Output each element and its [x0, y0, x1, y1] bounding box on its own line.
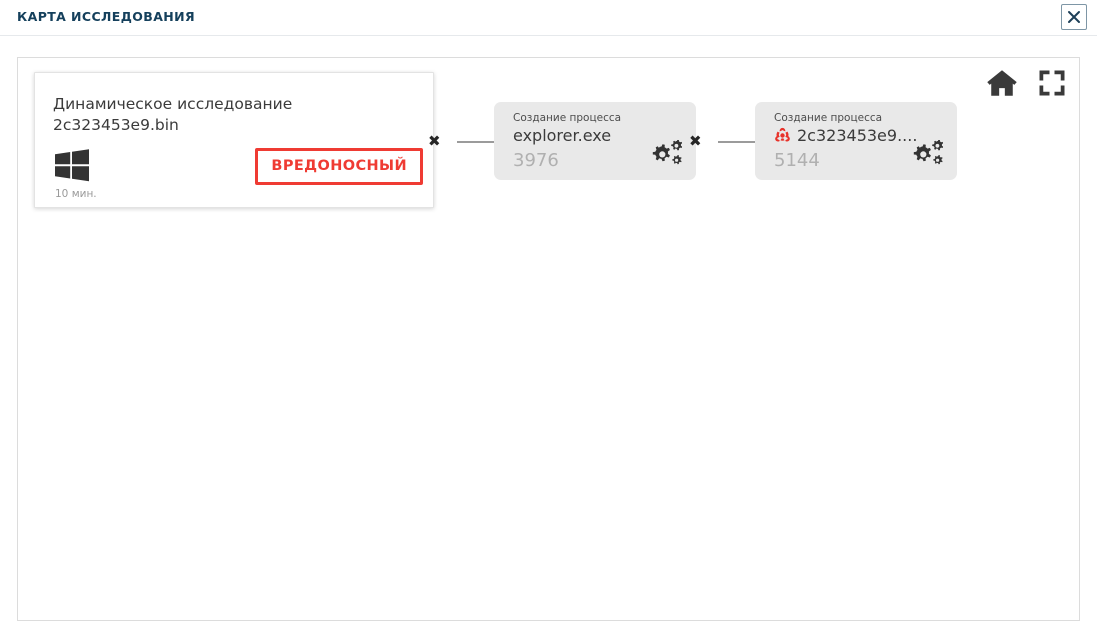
node-process-name-wrapper: 2c323453e9....	[774, 126, 917, 145]
sample-card[interactable]: Динамическое исследование 2c323453e9.bin…	[34, 72, 434, 208]
node-process-name: explorer.exe	[513, 126, 612, 145]
windows-logo-icon	[55, 149, 89, 182]
collapse-toggle-root[interactable]: ✖	[428, 132, 441, 150]
close-button[interactable]	[1061, 4, 1087, 30]
node-kind-label: Создание процесса	[513, 112, 622, 124]
node-pid: 3976	[513, 150, 559, 171]
dialog-header: КАРТА ИССЛЕДОВАНИЯ	[0, 0, 1097, 36]
gears-icon	[913, 140, 943, 165]
edge-explorer-to-sample	[718, 141, 756, 143]
page-title: КАРТА ИССЛЕДОВАНИЯ	[17, 9, 196, 24]
sample-duration: 10 мин.	[55, 188, 97, 200]
process-node-explorer[interactable]: Создание процесса explorer.exe 3976	[494, 102, 696, 180]
biohazard-icon	[775, 127, 790, 142]
canvas-controls	[981, 66, 1067, 100]
close-icon	[1068, 11, 1080, 23]
node-process-name: 2c323453e9....	[797, 126, 918, 145]
node-kind-label: Создание процесса	[774, 112, 883, 124]
fullscreen-icon[interactable]	[1037, 68, 1067, 98]
home-icon[interactable]	[981, 66, 1023, 100]
gears-icon	[652, 140, 682, 165]
investigation-map-canvas[interactable]: Динамическое исследование 2c323453e9.bin…	[17, 57, 1080, 621]
node-pid: 5144	[774, 150, 820, 171]
collapse-toggle-explorer[interactable]: ✖	[689, 132, 702, 150]
process-node-sample[interactable]: Создание процесса 2c323453e9.... 5144	[755, 102, 957, 180]
status-badge: ВРЕДОНОСНЫЙ	[255, 148, 423, 185]
sample-title: Динамическое исследование 2c323453e9.bin	[53, 95, 293, 134]
edge-root-to-explorer	[457, 141, 495, 143]
